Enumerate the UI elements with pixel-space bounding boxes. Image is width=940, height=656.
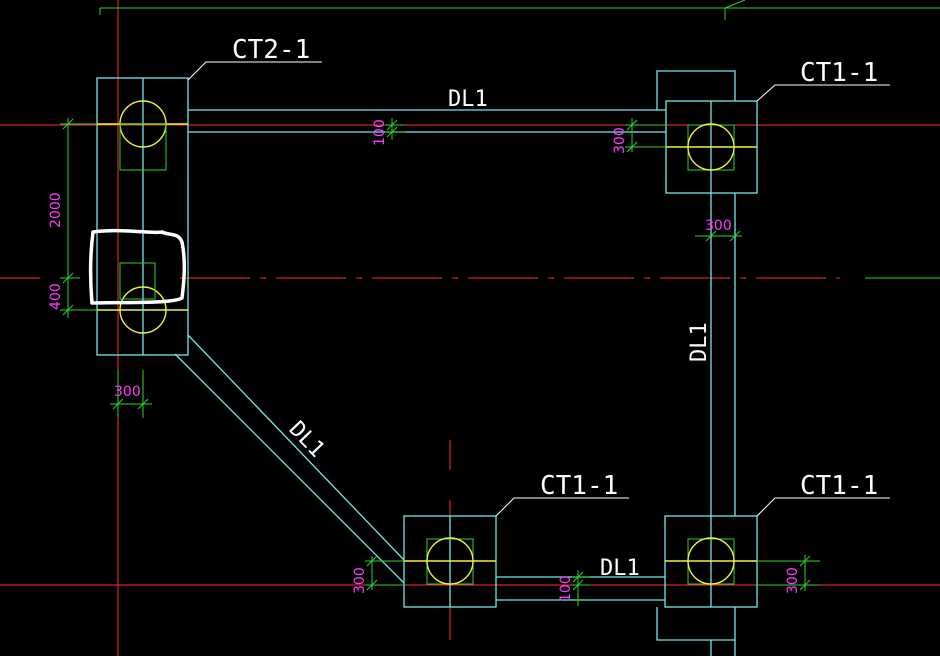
dim-text-400: 400 [48,283,64,310]
label-dl1-diag: DL1 [284,417,330,463]
dim-tick-7 [386,126,398,138]
label-dl1-right: DL1 [687,322,712,362]
dim-text-300-bottom-right: 300 [785,567,801,594]
beams [174,70,736,656]
beam-diag-edge-lower [174,353,405,584]
label-ct2-1: CT2-1 [232,35,310,65]
leader-lines [187,61,890,517]
beam-top-right-ext [656,70,736,110]
beam-diag-edge-upper [187,334,405,561]
dim-text-100-top: 100 [372,119,388,146]
column-rect-bottom [119,262,156,300]
dim-tick-15 [572,579,584,591]
label-ct1-1-bottom-mid: CT1-1 [540,471,618,501]
dim-tick-17 [799,579,811,591]
dim-tick-13 [366,579,378,591]
label-ct1-1-bottom-right: CT1-1 [800,471,878,501]
pile-circle [687,537,735,585]
leader-ct2-1 [187,61,322,81]
label-dl1-top: DL1 [448,87,488,112]
pile-cap-ct2-1 [96,77,189,356]
pile-cap-bottom-right [664,515,758,608]
dimension-lines [60,118,820,606]
leader-ct1-1-bottom-mid [495,497,629,517]
pile-circle-bottom [119,286,167,334]
dimension-text: 2000 400 300 100 300 300 300 100 300 [48,119,801,602]
dim-text-100-bottom: 100 [558,575,574,602]
dim-text-300-left: 300 [114,384,141,400]
dim-tick-12 [366,555,378,567]
dim-tick-10 [705,230,717,242]
dim-tick-4 [112,398,124,410]
dim-text-300-bottom-left: 300 [352,567,368,594]
pile-cap-top-right [665,100,758,194]
grid-tick-tr [724,0,746,9]
labels: CT2-1 CT1-1 CT1-1 CT1-1 DL1 DL1 DL1 DL1 [232,35,878,581]
leader-ct1-1-top [756,84,890,102]
dim-text-300-mid: 300 [705,218,732,234]
dim-tick-14 [572,571,584,583]
dim-tick-11 [729,230,741,242]
pile-circle [426,537,474,585]
leader-ct1-1-bottom-right [756,497,890,517]
dim-text-300-top: 300 [612,127,628,154]
dim-tick-9 [626,141,638,153]
label-dl1-bottom: DL1 [600,556,640,581]
dim-tick-3 [62,304,74,316]
dim-tick-5 [137,398,149,410]
label-ct1-1-top: CT1-1 [800,58,878,88]
column-rect-top [119,123,167,171]
dim-tick-16 [799,555,811,567]
dim-tick-8 [626,119,638,131]
dim-text-2000: 2000 [48,192,64,228]
dim-tick-1 [62,118,74,130]
pile-cap-bottom-mid [403,515,497,608]
beam-bottom-right-ext [656,607,736,641]
dim-tick-6 [386,119,398,131]
dim-tick-2 [62,272,74,284]
hand-drawn-highlight [88,228,187,305]
pile-circle [687,123,735,171]
